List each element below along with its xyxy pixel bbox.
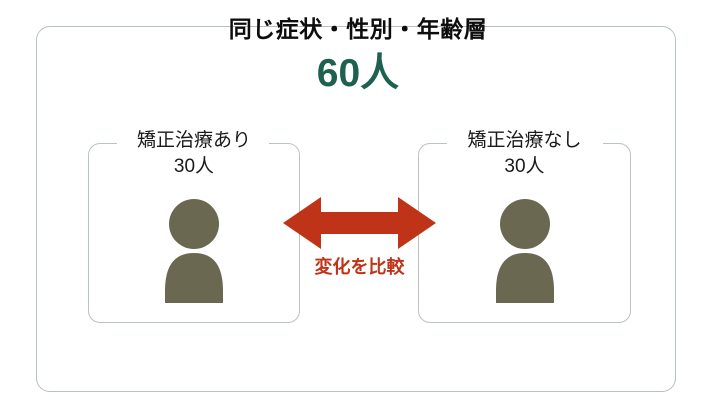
page-title: 同じ症状・性別・年齢層 — [228, 16, 488, 42]
cohort-frame — [36, 26, 676, 392]
group-count-treatment: 30人 — [173, 156, 215, 177]
double-headed-arrow-icon — [283, 196, 436, 250]
group-label-treatment: 矯正治療あり — [136, 130, 251, 151]
person-icon — [157, 199, 231, 303]
group-count-no-treatment: 30人 — [504, 156, 545, 177]
total-count-value: 60人 — [316, 52, 400, 95]
title-border-gap — [234, 45, 556, 61]
group-box-no-treatment: 矯正治療なし 30人 — [418, 131, 631, 323]
person-icon — [488, 199, 562, 303]
group-box-treatment: 矯正治療あり 30人 — [88, 131, 300, 323]
comparison-caption: 変化を比較 — [314, 257, 405, 277]
group-label-border-gap — [117, 136, 269, 152]
group-label-no-treatment: 矯正治療なし — [467, 130, 582, 151]
group-label-border-gap — [447, 136, 603, 152]
